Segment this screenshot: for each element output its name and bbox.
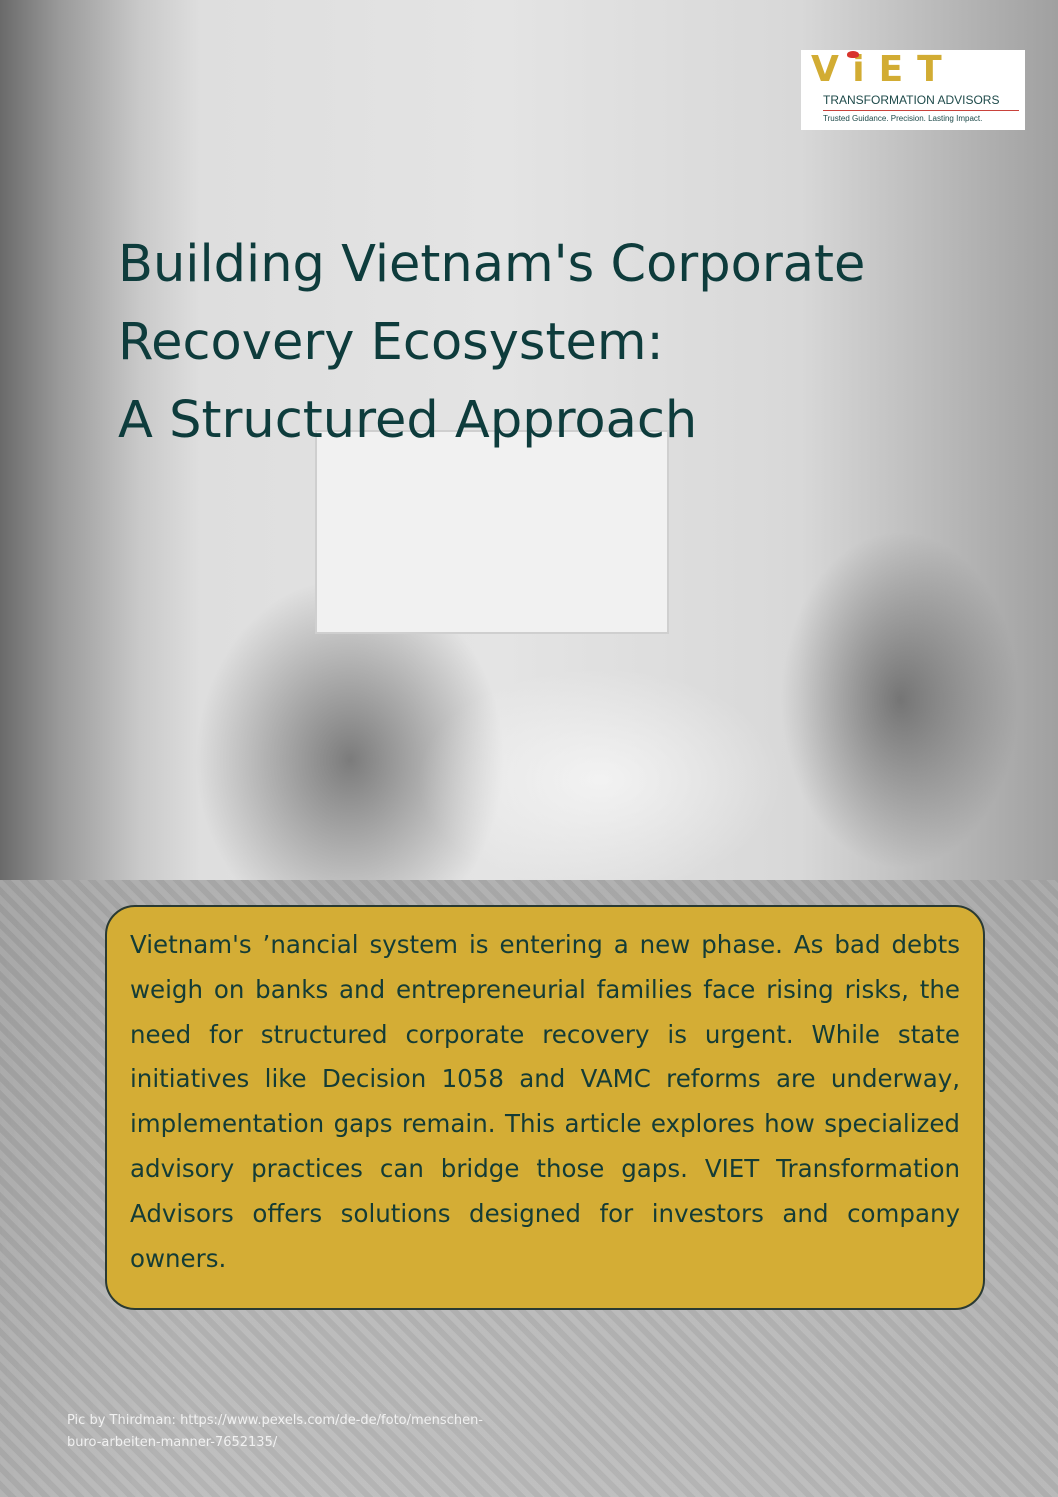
title-line-1: Building Vietnam's Corporate <box>118 235 866 294</box>
logo-divider <box>823 110 1019 111</box>
title-line-3: A Structured Approach <box>118 391 698 450</box>
logo-wordmark: ViET <box>811 50 956 90</box>
summary-box: Vietnam's ’nancial system is entering a … <box>105 905 985 1310</box>
company-logo: ViET TRANSFORMATION ADVISORS Trusted Gui… <box>801 50 1025 130</box>
lotus-icon <box>847 51 859 58</box>
whiteboard-photo-element <box>315 430 669 634</box>
page-title: Building Vietnam's Corporate Recovery Ec… <box>118 226 865 460</box>
logo-tagline: Trusted Guidance. Precision. Lasting Imp… <box>823 114 983 123</box>
photo-credit: Pic by Thirdman: https://www.pexels.com/… <box>67 1413 483 1450</box>
logo-name: TRANSFORMATION ADVISORS <box>823 93 1000 107</box>
title-line-2: Recovery Ecosystem: <box>118 313 664 372</box>
summary-text: Vietnam's ’nancial system is entering a … <box>130 930 960 1273</box>
